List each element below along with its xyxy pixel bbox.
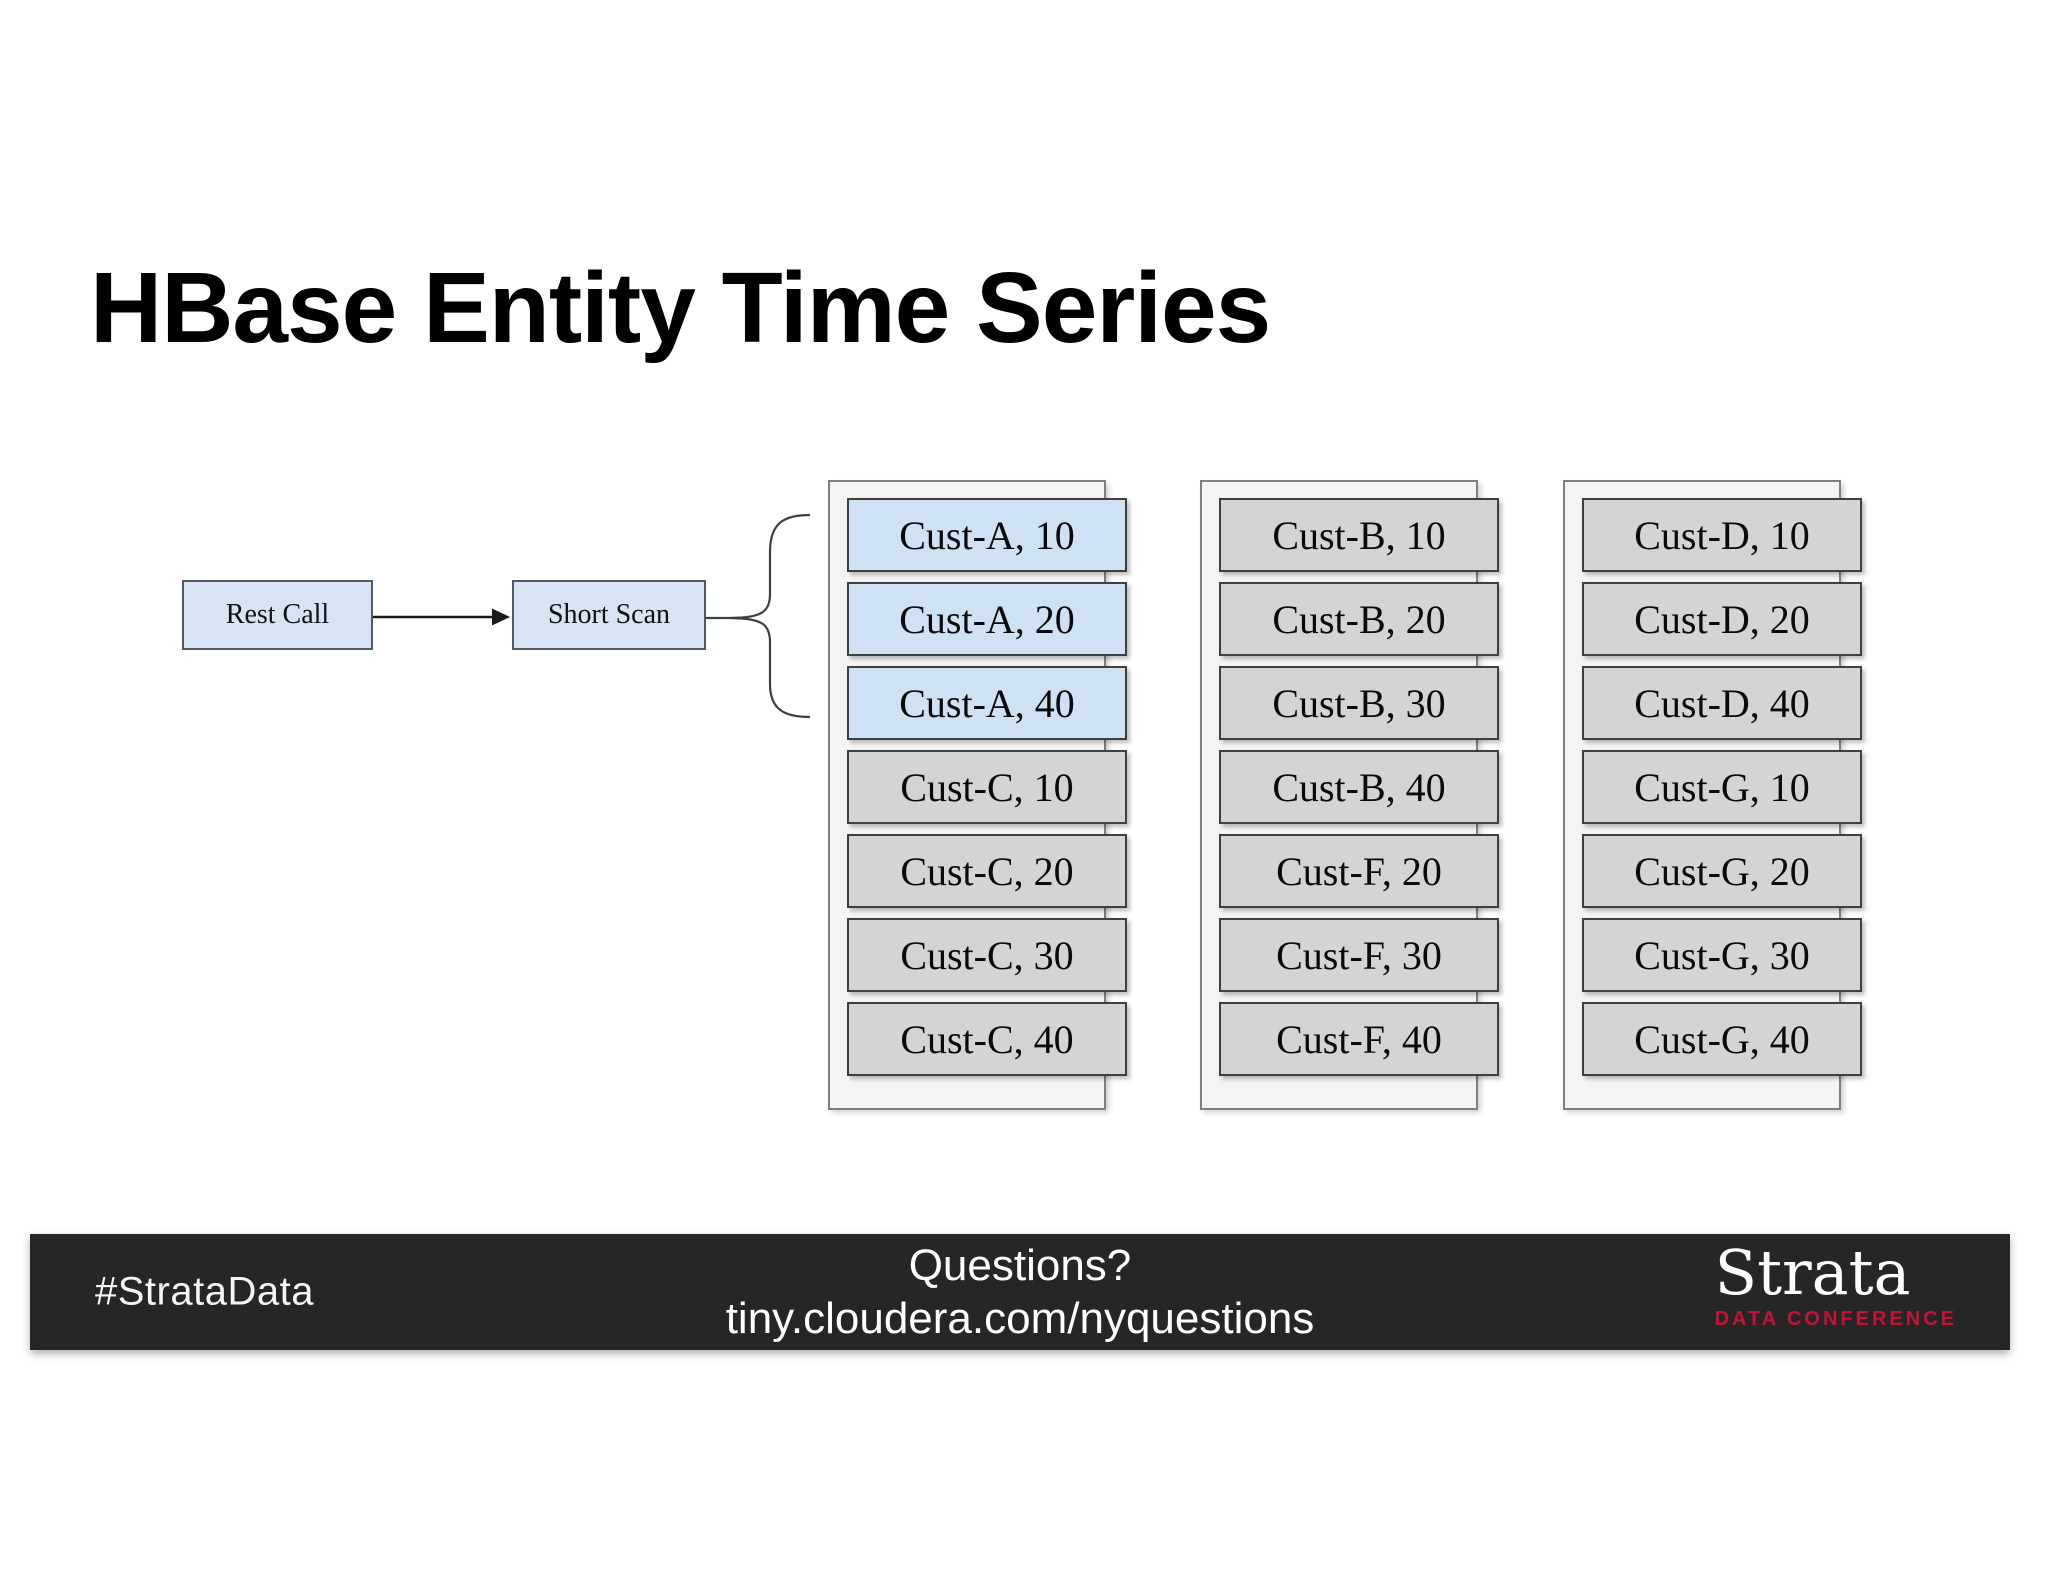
cell-label: Cust-F, 20 bbox=[1276, 848, 1442, 894]
cell-label: Cust-C, 30 bbox=[900, 932, 1074, 978]
hbase-region-column-3: Cust-D, 10 Cust-D, 20 Cust-D, 40 Cust-G, 10… bbox=[1563, 480, 1862, 1110]
scan-result-cell: Cust-A, 10 bbox=[847, 498, 1127, 572]
table-cell: Cust-C, 10 bbox=[847, 750, 1127, 824]
flow-connectors bbox=[373, 513, 811, 719]
footer-bar: #StrataData Questions? tiny.cloudera.com… bbox=[30, 1234, 2010, 1350]
rest-call-label: Rest Call bbox=[225, 599, 330, 630]
short-scan-box: Short Scan bbox=[512, 580, 706, 650]
cell-label: Cust-G, 40 bbox=[1634, 1016, 1810, 1062]
cell-label: Cust-G, 10 bbox=[1634, 764, 1810, 810]
table-cell: Cust-F, 20 bbox=[1219, 834, 1499, 908]
strata-wordmark: Strata bbox=[1714, 1236, 1911, 1309]
cell-label: Cust-C, 10 bbox=[900, 764, 1074, 810]
short-scan-label: Short Scan bbox=[547, 599, 671, 630]
table-cell: Cust-F, 30 bbox=[1219, 918, 1499, 992]
table-cell: Cust-C, 30 bbox=[847, 918, 1127, 992]
table-cell: Cust-D, 10 bbox=[1582, 498, 1862, 572]
table-cell: Cust-B, 30 bbox=[1219, 666, 1499, 740]
scan-result-cell: Cust-A, 20 bbox=[847, 582, 1127, 656]
table-cell: Cust-B, 20 bbox=[1219, 582, 1499, 656]
scan-result-cell: Cust-A, 40 bbox=[847, 666, 1127, 740]
arrow-rest-to-scan bbox=[373, 608, 510, 626]
strata-subtitle: DATA CONFERENCE bbox=[1714, 1308, 1957, 1330]
scan-group-brace bbox=[706, 513, 811, 719]
questions-url: tiny.cloudera.com/nyquestions bbox=[725, 1294, 1315, 1343]
table-cell: Cust-G, 20 bbox=[1582, 834, 1862, 908]
table-cell: Cust-D, 40 bbox=[1582, 666, 1862, 740]
table-cell: Cust-B, 40 bbox=[1219, 750, 1499, 824]
hbase-region-column-2: Cust-B, 10 Cust-B, 20 Cust-B, 30 Cust-B, 40… bbox=[1200, 480, 1499, 1110]
table-cell: Cust-G, 10 bbox=[1582, 750, 1862, 824]
cell-label: Cust-D, 40 bbox=[1634, 680, 1810, 726]
table-cell: Cust-G, 30 bbox=[1582, 918, 1862, 992]
cell-label: Cust-B, 40 bbox=[1272, 764, 1446, 810]
cell-label: Cust-D, 20 bbox=[1634, 596, 1810, 642]
table-cell: Cust-G, 40 bbox=[1582, 1002, 1862, 1076]
cell-label: Cust-F, 30 bbox=[1276, 932, 1442, 978]
table-cell: Cust-C, 40 bbox=[847, 1002, 1127, 1076]
cell-label: Cust-G, 30 bbox=[1634, 932, 1810, 978]
cell-label: Cust-C, 20 bbox=[900, 848, 1074, 894]
table-cell: Cust-F, 40 bbox=[1219, 1002, 1499, 1076]
cell-label: Cust-C, 40 bbox=[900, 1016, 1074, 1062]
arrowhead-icon bbox=[492, 608, 510, 626]
cell-label: Cust-D, 10 bbox=[1634, 512, 1810, 558]
table-cell: Cust-D, 20 bbox=[1582, 582, 1862, 656]
cell-label: Cust-G, 20 bbox=[1634, 848, 1810, 894]
cell-label: Cust-B, 20 bbox=[1272, 596, 1446, 642]
cell-label: Cust-A, 40 bbox=[899, 680, 1075, 726]
page-title: HBase Entity Time Series bbox=[90, 252, 1271, 364]
event-hashtag: #StrataData bbox=[95, 1269, 314, 1314]
cell-label: Cust-B, 10 bbox=[1272, 512, 1446, 558]
cell-label: Cust-A, 20 bbox=[899, 596, 1075, 642]
table-cell: Cust-B, 10 bbox=[1219, 498, 1499, 572]
cell-label: Cust-B, 30 bbox=[1272, 680, 1446, 726]
questions-block: Questions? tiny.cloudera.com/nyquestions bbox=[30, 1239, 2010, 1345]
table-cell: Cust-C, 20 bbox=[847, 834, 1127, 908]
rest-call-box: Rest Call bbox=[182, 580, 373, 650]
cell-label: Cust-F, 40 bbox=[1276, 1016, 1442, 1062]
cell-label: Cust-A, 10 bbox=[899, 512, 1075, 558]
hbase-region-column-1: Cust-A, 10 Cust-A, 20 Cust-A, 40 Cust-C, 10… bbox=[828, 480, 1127, 1110]
strata-logo: Strata DATA CONFERENCE bbox=[1715, 1242, 1957, 1331]
questions-heading: Questions? bbox=[908, 1241, 1132, 1290]
